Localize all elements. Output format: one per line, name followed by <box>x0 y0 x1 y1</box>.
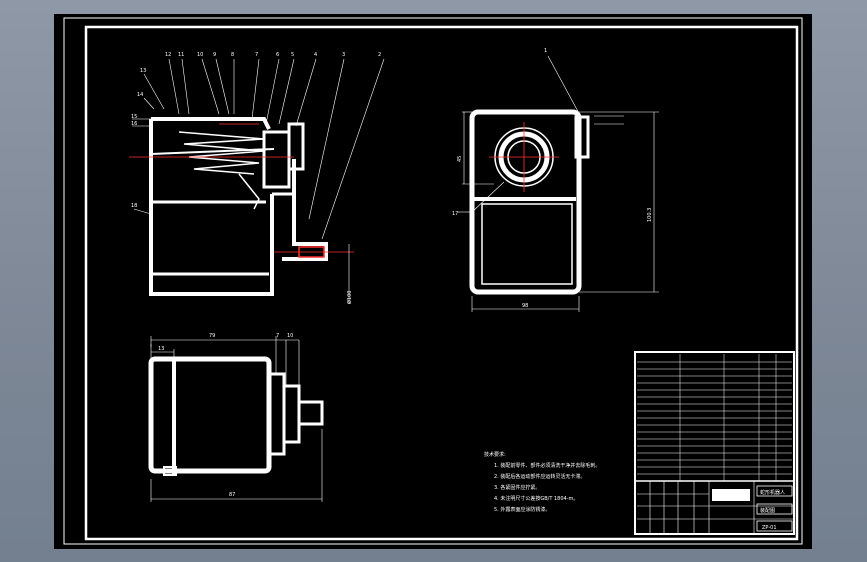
front-part-number: 8 <box>231 52 234 58</box>
top-dim-left: 13 <box>158 346 164 352</box>
front-part-number: 18 <box>131 203 137 209</box>
notes-line: 1. 装配前零件、部件必须清洗干净并去除毛刺。 <box>494 462 600 469</box>
front-part-number: 2 <box>378 52 381 58</box>
side-view: 1 17 100.3 45 98 <box>452 48 659 312</box>
front-part-number: 10 <box>197 52 203 58</box>
side-part-number: 1 <box>544 48 547 54</box>
front-part-number: 4 <box>314 52 317 58</box>
front-cam <box>238 173 260 210</box>
front-leaders <box>133 58 385 240</box>
front-part-number: 15 <box>131 114 137 120</box>
drawing-title: 蛇形机器人 <box>760 489 785 496</box>
top-dim-step2: 10 <box>287 333 293 339</box>
outer-border <box>63 17 803 545</box>
notes-title: 技术要求: <box>484 451 506 458</box>
top-foot <box>163 466 177 476</box>
title-block: 蛇形机器人 装配图 ZP-01 <box>634 351 795 535</box>
side-dim-bottom: 98 <box>522 303 528 309</box>
front-dim-diameter: Ø100 <box>346 291 353 304</box>
top-collar <box>284 384 301 444</box>
top-dim-bottom: 87 <box>229 492 235 498</box>
inner-border <box>84 25 799 541</box>
title-block-frame <box>634 351 795 535</box>
side-housing <box>469 109 582 295</box>
parts-list-grid <box>637 354 792 481</box>
drawing-sheet: 12 11 10 9 8 7 6 5 4 3 2 13 14 15 16 18 … <box>54 14 812 549</box>
front-part-number: 6 <box>276 52 279 58</box>
top-flange <box>269 372 286 456</box>
front-part-number: 11 <box>178 52 184 58</box>
notes-line: 5. 外露表面应涂防锈漆。 <box>494 506 550 513</box>
front-part-number: 7 <box>255 52 258 58</box>
drawing-number: ZP-01 <box>762 525 777 531</box>
top-housing <box>148 356 272 474</box>
top-view: 79 7 10 13 87 <box>148 333 324 502</box>
front-part-number: 13 <box>140 68 146 74</box>
front-part-number: 14 <box>137 92 143 98</box>
front-spring <box>178 131 265 175</box>
side-dim-left: 45 <box>457 156 463 162</box>
title-grid <box>637 481 794 534</box>
technical-notes: 技术要求: 1. 装配前零件、部件必须清洗干净并去除毛刺。 2. 装配后各运动部… <box>484 451 600 513</box>
drawing-type: 装配图 <box>760 507 775 514</box>
front-housing <box>149 117 274 296</box>
side-dim-height: 100.3 <box>647 208 653 222</box>
notes-line: 4. 未注明尺寸公差按GB/T 1804-m。 <box>494 495 578 502</box>
top-dim-step1: 7 <box>276 333 279 339</box>
notes-line: 3. 各紧固件应拧紧。 <box>494 484 540 491</box>
front-part-number: 12 <box>165 52 171 58</box>
front-part-number: 5 <box>291 52 294 58</box>
cad-drawing: 12 11 10 9 8 7 6 5 4 3 2 13 14 15 16 18 … <box>63 17 803 545</box>
front-arm <box>282 159 328 261</box>
notes-line: 2. 装配后各运动部件应运转灵活无卡滞。 <box>494 473 585 480</box>
side-lower-pocket <box>481 203 573 285</box>
top-dim-total: 79 <box>209 333 215 339</box>
top-shaft <box>299 400 324 426</box>
title-block-fill <box>712 489 750 501</box>
front-part-number: 3 <box>342 52 345 58</box>
front-part-number: 16 <box>131 121 137 127</box>
front-view: 12 11 10 9 8 7 6 5 4 3 2 13 14 15 16 18 … <box>129 52 385 304</box>
side-part-number: 17 <box>452 211 458 217</box>
front-part-number: 9 <box>213 52 216 58</box>
front-gear-block <box>262 130 291 189</box>
side-tab <box>574 115 590 159</box>
